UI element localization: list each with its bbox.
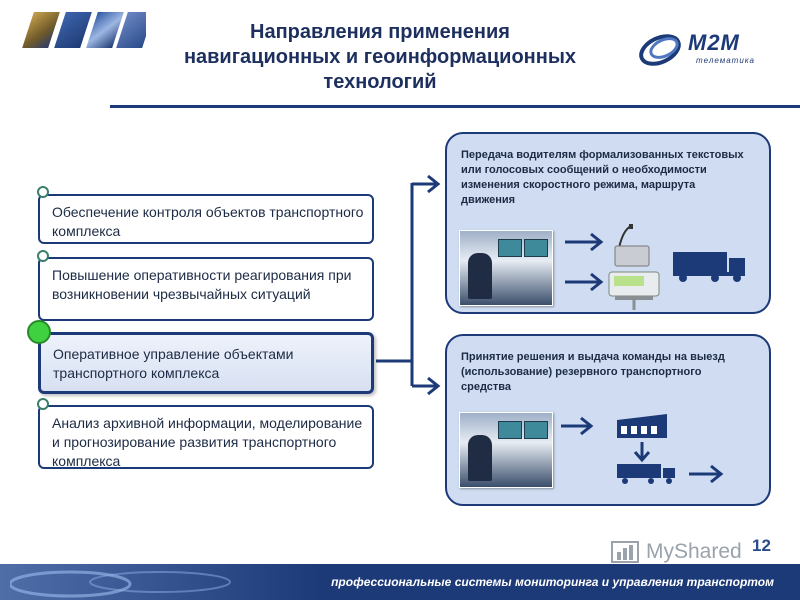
direction-item-label: Оперативное управление объектами транспо… (53, 346, 294, 381)
watermark-label: MyShared (646, 540, 742, 563)
direction-item-archive-analysis: Анализ архивной информации, моделировани… (38, 405, 374, 469)
arrow-right-icon (561, 416, 594, 436)
myshared-watermark: MyShared (610, 540, 760, 564)
control-room-photo (459, 230, 553, 306)
panel-description: Принятие решения и выдача команды на вые… (461, 351, 725, 393)
control-room-photo (459, 412, 553, 488)
monitor-shape (498, 421, 522, 439)
monitor-shape (524, 239, 548, 257)
company-logo: M2M телематика (636, 26, 776, 70)
truck-icon (617, 464, 675, 484)
logo-orbit-icon (639, 34, 681, 66)
dispatch-flow-graphic (561, 414, 724, 484)
slide-title-line: навигационных и геоинформационных (183, 46, 577, 68)
direction-item-operational-management: Оперативное управление объектами транспо… (38, 332, 374, 394)
arrow-right-icon (565, 232, 604, 252)
bullet-dot-active (27, 320, 51, 344)
footer-tagline: профессиональные системы мониторинга и у… (331, 575, 774, 589)
footer-bar: профессиональные системы мониторинга и у… (0, 564, 800, 600)
depot-garage-icon (617, 414, 667, 438)
operator-shape (468, 253, 492, 299)
direction-item-emergency-response: Повышение оперативности реагирования при… (38, 257, 374, 321)
footer-swirl-decoration (10, 570, 231, 598)
logo-subtitle: телематика (696, 56, 755, 65)
arrow-right-icon (689, 464, 724, 484)
slide-title: Направления применения навигационных и г… (110, 20, 650, 95)
microphone-console-icon (614, 224, 650, 267)
arrow-down-icon (633, 442, 651, 463)
operator-shape (468, 435, 492, 481)
bullet-dot (37, 186, 49, 198)
truck-icon (673, 252, 745, 282)
arrow-right-icon (427, 376, 441, 396)
title-underline (110, 105, 800, 108)
slide-title-line: технологий (323, 71, 437, 93)
direction-item-transport-control: Обеспечение контроля объектов транспортн… (38, 194, 374, 244)
direction-item-label: Обеспечение контроля объектов транспортн… (52, 204, 364, 239)
slide-title-line: Направления применения (250, 21, 510, 43)
direction-item-label: Анализ архивной информации, моделировани… (52, 415, 363, 469)
panel-description: Передача водителям формализованных текст… (461, 149, 744, 206)
panel-reserve-vehicle-dispatch: Принятие решения и выдача команды на вые… (445, 334, 771, 506)
page-number: 12 (752, 536, 771, 555)
monitor-shape (498, 239, 522, 257)
logo-wordmark: M2M (688, 30, 740, 55)
monitor-shape (524, 421, 548, 439)
panel-driver-messaging: Передача водителям формализованных текст… (445, 132, 771, 314)
bullet-dot (37, 250, 49, 262)
direction-item-label: Повышение оперативности реагирования при… (52, 267, 352, 302)
arrow-right-icon (565, 272, 604, 292)
chart-logo-icon (611, 541, 639, 563)
bullet-dot (37, 398, 49, 410)
arrow-right-icon (427, 174, 441, 194)
onboard-terminal-icon (608, 271, 660, 310)
message-flow-graphic (565, 224, 745, 310)
